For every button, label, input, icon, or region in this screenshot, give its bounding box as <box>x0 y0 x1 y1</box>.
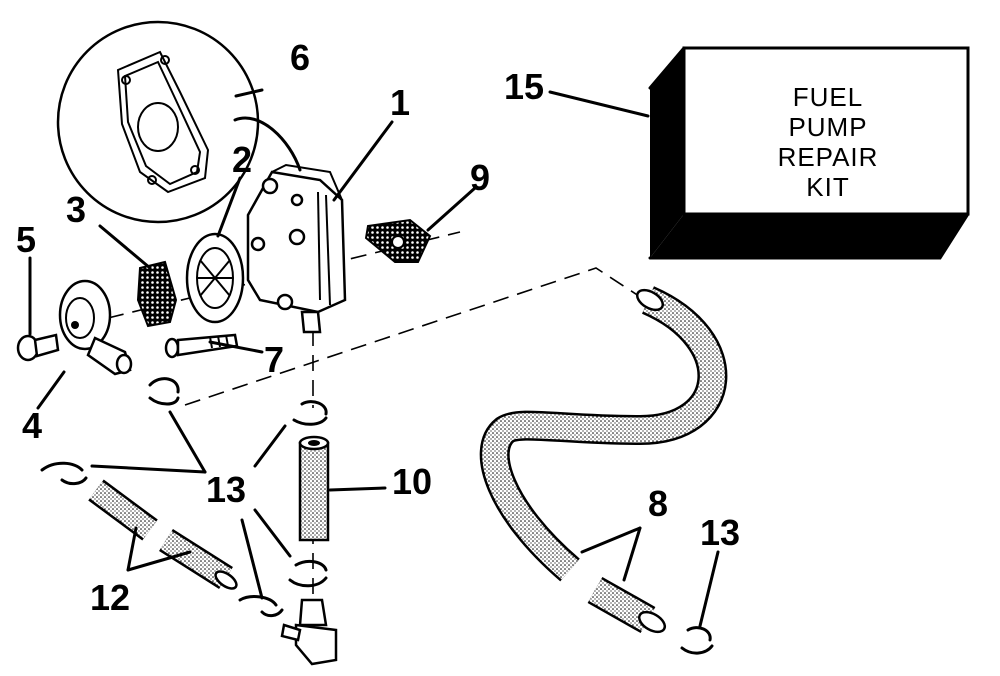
fuel-connector-elbow <box>280 598 338 666</box>
fuel-hose-sections <box>88 479 238 590</box>
callout-13-right: 13 <box>700 512 740 553</box>
cover-screw <box>16 333 60 362</box>
callout-3: 3 <box>66 189 86 230</box>
valve-plate <box>185 232 245 324</box>
pump-cover <box>58 279 133 376</box>
kit-label-line-3: REPAIR <box>778 142 879 172</box>
filter-screen <box>136 260 178 328</box>
fuel-pump-body <box>246 163 347 334</box>
hose-clamps <box>40 377 714 655</box>
callout-15: 15 <box>504 66 544 107</box>
callout-numbers: 1 2 3 4 5 6 7 8 9 10 12 13 13 15 <box>16 37 740 618</box>
callout-9: 9 <box>470 157 490 198</box>
fuel-hose-curved <box>479 286 728 582</box>
fuel-hose-vertical <box>298 435 330 542</box>
kit-label-line-4: KIT <box>806 172 849 202</box>
callout-10: 10 <box>392 461 432 502</box>
callout-8: 8 <box>648 483 668 524</box>
callout-7: 7 <box>264 339 284 380</box>
kit-label-line-2: PUMP <box>788 112 867 142</box>
gasket-detail-inset <box>56 20 302 224</box>
callout-1: 1 <box>390 82 410 123</box>
repair-kit-box: FUEL PUMP REPAIR KIT <box>648 46 970 260</box>
fuel-hose-short <box>587 576 667 634</box>
callout-6: 6 <box>290 37 310 78</box>
callout-13-center: 13 <box>206 469 246 510</box>
flange-gasket <box>364 218 432 263</box>
kit-label-line-1: FUEL <box>793 82 863 112</box>
callout-5: 5 <box>16 219 36 260</box>
callout-4: 4 <box>22 405 42 446</box>
callout-2: 2 <box>232 139 252 180</box>
leader-lines <box>28 88 720 628</box>
callout-12: 12 <box>90 577 130 618</box>
